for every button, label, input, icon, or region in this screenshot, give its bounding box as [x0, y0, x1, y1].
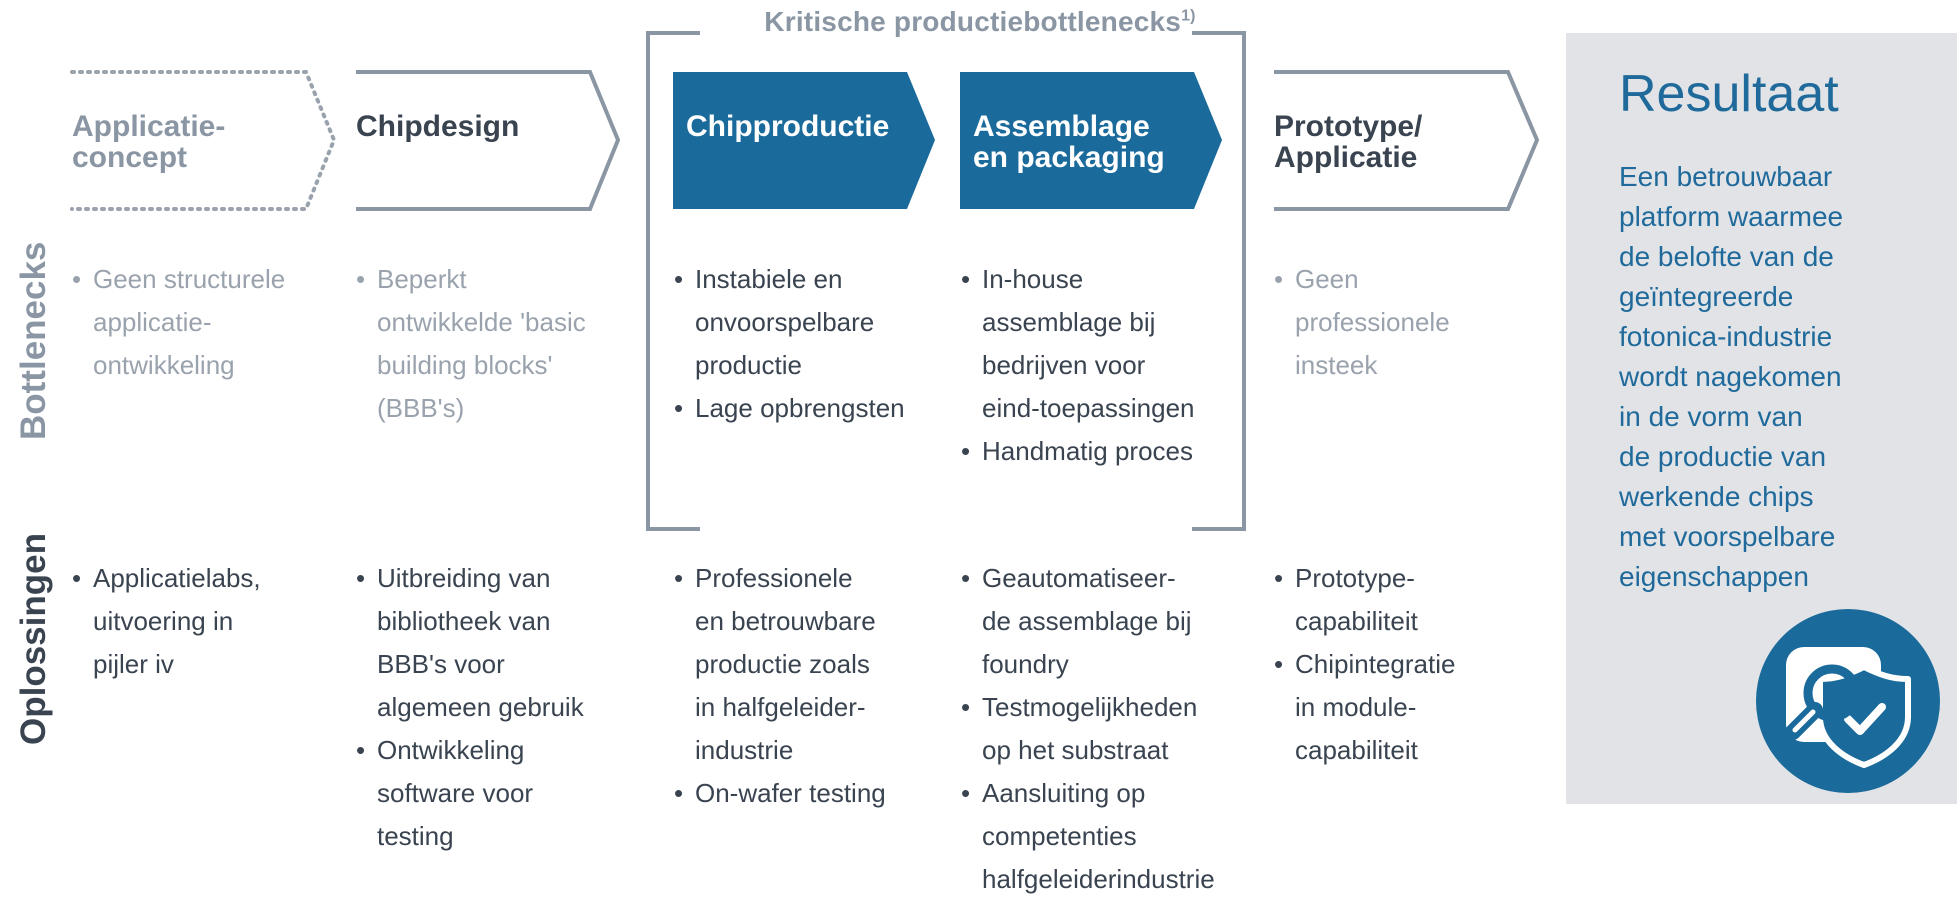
row-label-bottlenecks: Bottlenecks [14, 241, 53, 440]
list-item: Geen structurele applicatie- ontwikkelin… [72, 258, 285, 387]
list-item: On-wafer testing [674, 772, 886, 815]
list-item: Testmogelijkheden op het substraat [961, 686, 1215, 772]
oplossingen-prototype: Prototype- capabiliteit Chipintegratie i… [1274, 557, 1455, 772]
critical-bottlenecks-footnote: 1) [1181, 7, 1196, 25]
list-item: Lage opbrengsten [674, 387, 905, 430]
oplossingen-applicatieconcept: Applicatielabs, uitvoering in pijler iv [72, 557, 261, 686]
list-item: In-house assemblage bij bedrijven voor e… [961, 258, 1195, 430]
list-item: Uitbreiding van bibliotheek van BBB's vo… [356, 557, 584, 729]
step-arrow-chipproductie [673, 72, 935, 209]
shield-search-icon [1756, 609, 1940, 793]
step-label-applicatieconcept: Applicatie- concept [72, 110, 226, 174]
list-item: Professionele en betrouwbare productie z… [674, 557, 886, 772]
bottlenecks-chipdesign: Beperkt ontwikkelde 'basic building bloc… [356, 258, 586, 430]
step-label-chipdesign: Chipdesign [356, 110, 520, 143]
list-item: Handmatig proces [961, 430, 1195, 473]
bottlenecks-assemblage: In-house assemblage bij bedrijven voor e… [961, 258, 1195, 473]
step-arrow-chipdesign [356, 70, 621, 211]
critical-bottlenecks-title: Kritische productiebottlenecks1) [700, 6, 1260, 38]
bottlenecks-chipproductie: Instabiele en onvoorspelbare productie L… [674, 258, 905, 430]
list-item: Geen professionele insteek [1274, 258, 1450, 387]
step-label-prototype: Prototype/ Applicatie [1274, 110, 1423, 174]
list-item: Aansluiting op competenties halfgeleider… [961, 772, 1215, 901]
bottlenecks-applicatieconcept: Geen structurele applicatie- ontwikkelin… [72, 258, 285, 387]
list-item: Beperkt ontwikkelde 'basic building bloc… [356, 258, 586, 430]
oplossingen-assemblage: Geautomatiseer- de assemblage bij foundr… [961, 557, 1215, 901]
result-title: Resultaat [1619, 65, 1839, 123]
step-label-chipproductie: Chipproductie [686, 110, 890, 143]
critical-bottlenecks-title-text: Kritische productiebottlenecks [764, 6, 1182, 37]
list-item: Chipintegratie in module- capabiliteit [1274, 643, 1455, 772]
list-item: Applicatielabs, uitvoering in pijler iv [72, 557, 261, 686]
oplossingen-chipdesign: Uitbreiding van bibliotheek van BBB's vo… [356, 557, 584, 858]
list-item: Ontwikkeling software voor testing [356, 729, 584, 858]
oplossingen-chipproductie: Professionele en betrouwbare productie z… [674, 557, 886, 815]
step-arrow-applicatieconcept [70, 70, 337, 211]
result-text: Een betrouwbaar platform waarmee de belo… [1619, 161, 1844, 592]
critical-bracket-right [1192, 31, 1246, 531]
list-item: Instabiele en onvoorspelbare productie [674, 258, 905, 387]
list-item: Prototype- capabiliteit [1274, 557, 1455, 643]
list-item: Geautomatiseer- de assemblage bij foundr… [961, 557, 1215, 686]
row-label-oplossingen: Oplossingen [14, 533, 53, 745]
bottlenecks-prototype: Geen professionele insteek [1274, 258, 1450, 387]
step-label-assemblage: Assemblage en packaging [973, 110, 1165, 174]
step-arrow-prototype [1274, 70, 1540, 211]
step-arrow-assemblage [960, 72, 1222, 209]
critical-bracket-left [646, 31, 700, 531]
